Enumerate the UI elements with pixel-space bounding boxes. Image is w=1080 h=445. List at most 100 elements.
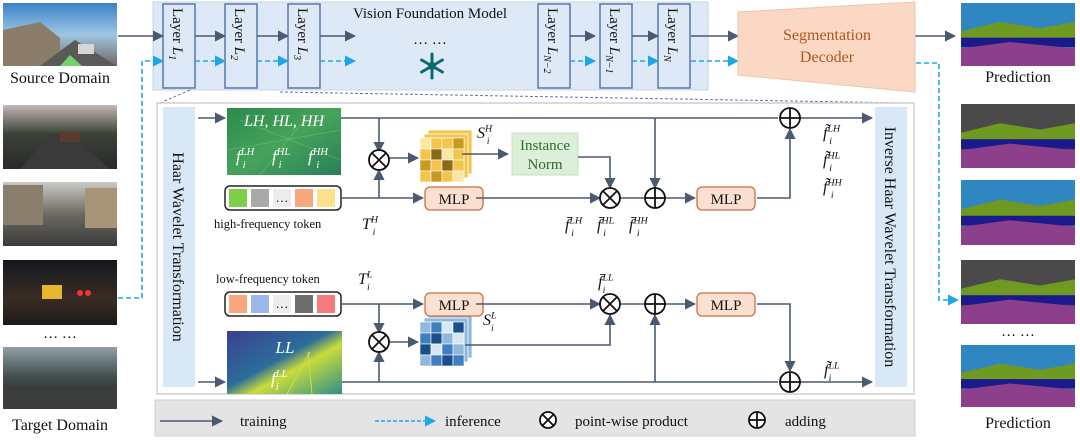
prediction-image-4 bbox=[961, 260, 1075, 324]
target-domain-images bbox=[3, 105, 117, 409]
decoder-label-line1: Segmentation bbox=[783, 27, 871, 44]
score-cell bbox=[452, 332, 465, 345]
score-cell bbox=[441, 354, 454, 367]
decoder-label-line2: Decoder bbox=[800, 49, 855, 66]
inverse-haar-bar bbox=[875, 107, 907, 387]
high-feature-title: LH, HL, HH bbox=[243, 113, 325, 130]
token-cell bbox=[273, 295, 291, 313]
low-frequency-token: … bbox=[224, 291, 342, 317]
instance-norm-box bbox=[511, 132, 579, 176]
low-product-operator-1 bbox=[368, 331, 390, 353]
token-cell bbox=[251, 295, 269, 313]
score-cell bbox=[419, 148, 432, 161]
score-cell bbox=[452, 354, 465, 367]
source-domain-label: Source Domain bbox=[10, 70, 110, 87]
token-cell bbox=[273, 189, 291, 207]
legend-training-label: training bbox=[240, 414, 287, 430]
layer-label: Layer L3 bbox=[291, 8, 310, 60]
prediction-ellipsis: … … bbox=[1001, 324, 1035, 340]
prediction-label-top: Prediction bbox=[985, 69, 1051, 86]
score-cell bbox=[419, 170, 432, 183]
layer-box-1: Layer L1 bbox=[162, 3, 196, 89]
legend-product-icon bbox=[539, 411, 557, 429]
legend-adding-label: adding bbox=[785, 414, 826, 430]
target-image-night bbox=[3, 260, 117, 325]
layer-label: Layer LN−1 bbox=[603, 8, 622, 74]
layer-label: Layer L1 bbox=[166, 8, 185, 60]
score-cell bbox=[452, 170, 465, 183]
low-token-label: low-frequency token bbox=[216, 272, 321, 286]
low-feature-title: LL bbox=[275, 338, 295, 357]
low-frequency-feature-map bbox=[227, 331, 342, 394]
score-cell bbox=[452, 321, 465, 334]
high-add-operator-2 bbox=[779, 107, 801, 129]
token-dots: … bbox=[276, 296, 289, 311]
zoom-guide-lines bbox=[159, 89, 906, 104]
inference-flow-top bbox=[118, 55, 960, 306]
high-token-label: high-frequency token bbox=[214, 217, 322, 231]
score-cell bbox=[419, 321, 432, 334]
token-cell bbox=[229, 295, 247, 313]
haar-wavelet-label: Haar Wavelet Transformation bbox=[169, 152, 186, 341]
score-cell bbox=[419, 159, 432, 172]
high-add-operator-1 bbox=[644, 187, 666, 209]
mlp-label: MLP bbox=[439, 298, 470, 314]
snowflake-icon bbox=[420, 52, 444, 80]
low-frequency-score-map bbox=[419, 313, 473, 367]
score-cell bbox=[441, 148, 454, 161]
score-cell bbox=[419, 332, 432, 345]
low-product-operator-2 bbox=[599, 293, 621, 315]
target-image-rain bbox=[3, 182, 117, 246]
target-image-dusk bbox=[3, 105, 117, 169]
token-cell bbox=[317, 189, 335, 207]
layer-label: Layer L2 bbox=[228, 8, 247, 60]
vfm-ellipsis: … … bbox=[413, 32, 447, 48]
layer-box-4: Layer LN−2 bbox=[537, 3, 571, 89]
legend-bar bbox=[154, 399, 916, 437]
score-cell bbox=[419, 137, 432, 150]
score-cell bbox=[430, 148, 443, 161]
instance-norm-line2: Norm bbox=[528, 157, 563, 173]
score-cell bbox=[430, 170, 443, 183]
low-mlp-1: MLP bbox=[424, 292, 484, 317]
low-add-operator-1 bbox=[644, 293, 666, 315]
score-cell bbox=[419, 354, 432, 367]
token-cell bbox=[295, 189, 313, 207]
high-frequency-token: … bbox=[224, 185, 342, 211]
score-cell bbox=[430, 343, 443, 356]
mlp-label: MLP bbox=[711, 192, 742, 208]
high-mlp-2: MLP bbox=[696, 186, 756, 211]
prediction-image-1 bbox=[961, 3, 1075, 66]
mlp-label: MLP bbox=[439, 192, 470, 208]
score-cell bbox=[441, 332, 454, 345]
score-cell bbox=[430, 354, 443, 367]
token-cell bbox=[229, 189, 247, 207]
layer-box-2: Layer L2 bbox=[224, 3, 258, 89]
prediction-image-5 bbox=[961, 345, 1075, 407]
prediction-images bbox=[961, 3, 1075, 407]
score-cell bbox=[419, 343, 432, 356]
score-cell bbox=[441, 137, 454, 150]
score-cell bbox=[430, 159, 443, 172]
layer-box-5: Layer LN−1 bbox=[599, 3, 633, 89]
high-product-operator-2 bbox=[599, 187, 621, 209]
layer-box-3: Layer L3 bbox=[287, 3, 321, 89]
vfm-title: Vision Foundation Model bbox=[353, 6, 507, 22]
score-cell bbox=[441, 343, 454, 356]
haar-wavelet-bar bbox=[163, 107, 195, 387]
segmentation-decoder bbox=[737, 1, 916, 93]
score-cell bbox=[452, 343, 465, 356]
detail-training-flow bbox=[198, 112, 874, 388]
mlp-label: MLP bbox=[711, 298, 742, 314]
